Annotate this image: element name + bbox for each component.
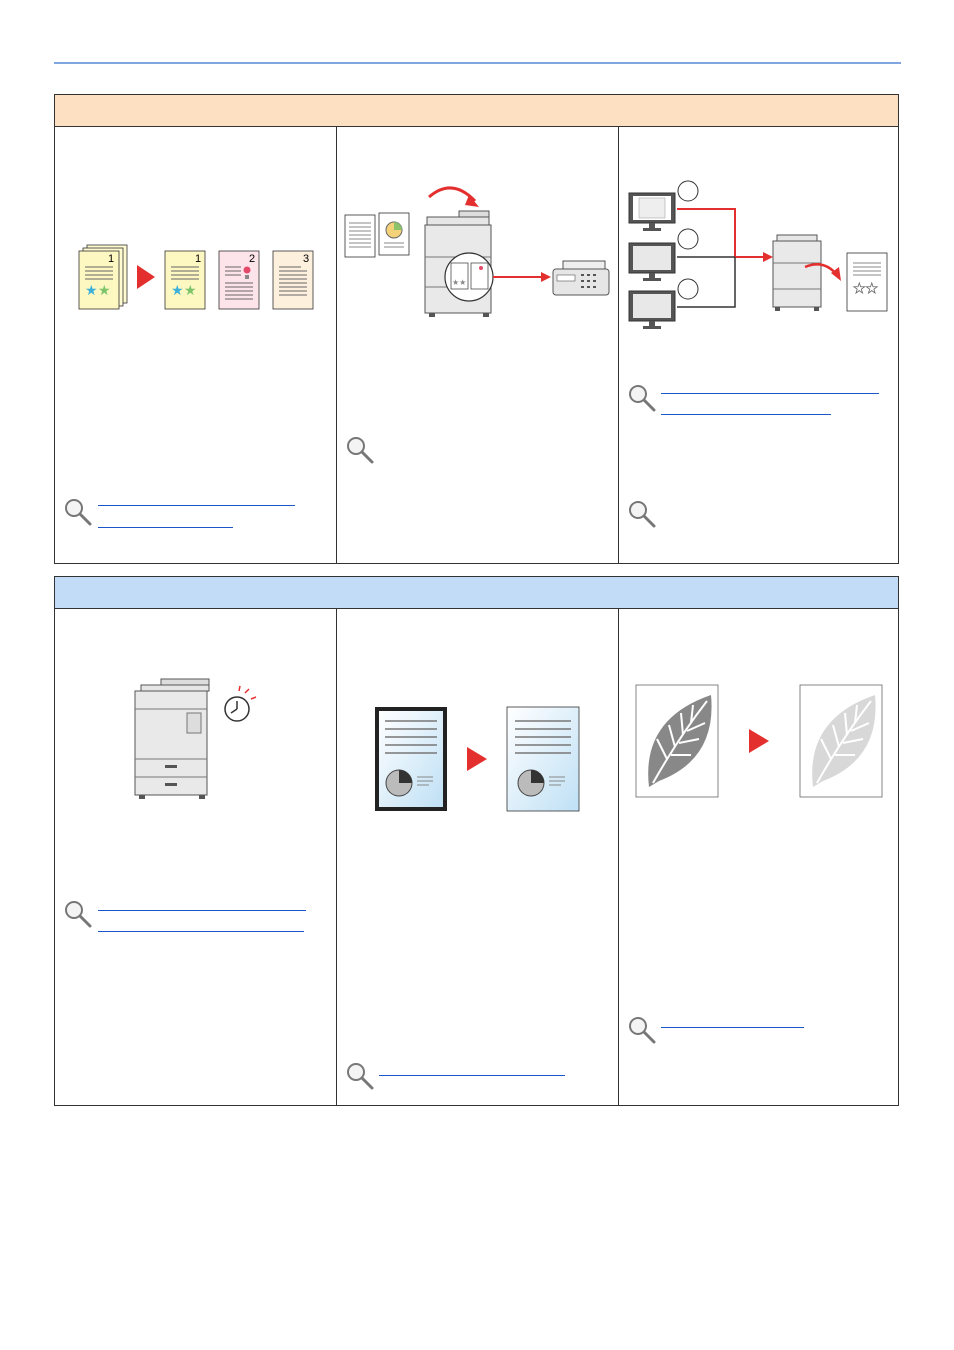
page-number-3: 3 bbox=[303, 253, 309, 265]
feature-cell-5 bbox=[337, 609, 619, 1105]
arrow-right-icon bbox=[749, 729, 769, 753]
arrow-right-icon bbox=[137, 265, 155, 289]
magnifier-icon[interactable] bbox=[345, 435, 375, 465]
network-print-illustration: ★★ bbox=[628, 180, 888, 329]
top-rule bbox=[54, 62, 901, 64]
magnifier-icon[interactable] bbox=[63, 497, 93, 527]
reference-link-underline[interactable] bbox=[98, 931, 304, 932]
star-icon: ★ bbox=[98, 282, 111, 298]
section-2-header bbox=[55, 577, 898, 609]
page-number-1-stack: 1 bbox=[108, 253, 114, 265]
copy-fax-illustration: ★★ bbox=[344, 186, 610, 317]
leaf-icon bbox=[648, 695, 712, 787]
page-number-2: 2 bbox=[249, 253, 255, 265]
leaf-icon bbox=[812, 695, 876, 787]
monitor-icon bbox=[628, 242, 676, 281]
magnifier-icon[interactable] bbox=[627, 499, 657, 529]
reference-link-underline[interactable] bbox=[661, 414, 831, 415]
monitor-icon bbox=[628, 192, 676, 231]
section-1-row: 1 ★ ★ 1 ★ ★ 2 bbox=[55, 127, 898, 563]
magnifier-icon[interactable] bbox=[627, 383, 657, 413]
arrow-right-icon bbox=[467, 747, 487, 771]
magnifier-icon[interactable] bbox=[63, 899, 93, 929]
timer-icon bbox=[224, 685, 257, 722]
printer-icon bbox=[772, 234, 822, 311]
star-icon: ★ bbox=[85, 282, 98, 298]
reference-link-underline[interactable] bbox=[98, 505, 295, 506]
fax-icon bbox=[552, 260, 610, 296]
feature-cell-6 bbox=[619, 609, 900, 1105]
feature-section-2 bbox=[54, 576, 899, 1106]
border-erase-illustration bbox=[375, 706, 580, 812]
star-icon: ★ bbox=[171, 282, 184, 298]
reference-link-underline[interactable] bbox=[661, 393, 879, 394]
machine-timer-illustration bbox=[134, 678, 257, 799]
magnifier-icon[interactable] bbox=[627, 1015, 657, 1045]
page-number-1: 1 bbox=[195, 253, 201, 265]
feature-section-1: 1 ★ ★ 1 ★ ★ 2 bbox=[54, 94, 899, 564]
printer-icon bbox=[134, 678, 210, 799]
feature-cell-1: 1 ★ ★ 1 ★ ★ 2 bbox=[55, 127, 337, 563]
star-icon: ★★ bbox=[853, 280, 878, 296]
section-2-row bbox=[55, 609, 898, 1105]
eco-print-illustration bbox=[635, 684, 883, 798]
magnifier-icon[interactable] bbox=[345, 1061, 375, 1091]
monitor-icon bbox=[628, 290, 676, 329]
feature-cell-3: ★★ bbox=[619, 127, 900, 563]
feature-cell-2: ★★ bbox=[337, 127, 619, 563]
section-1-header bbox=[55, 95, 898, 127]
star-icon: ★ bbox=[184, 282, 197, 298]
reference-link-underline[interactable] bbox=[98, 910, 306, 911]
reference-link-underline[interactable] bbox=[379, 1075, 565, 1076]
star-icon: ★★ bbox=[452, 278, 466, 287]
reference-link-underline[interactable] bbox=[98, 527, 233, 528]
feature-cell-4 bbox=[55, 609, 337, 1105]
document-split-illustration: 1 ★ ★ 1 ★ ★ 2 bbox=[78, 244, 314, 310]
reference-link-underline[interactable] bbox=[661, 1027, 804, 1028]
